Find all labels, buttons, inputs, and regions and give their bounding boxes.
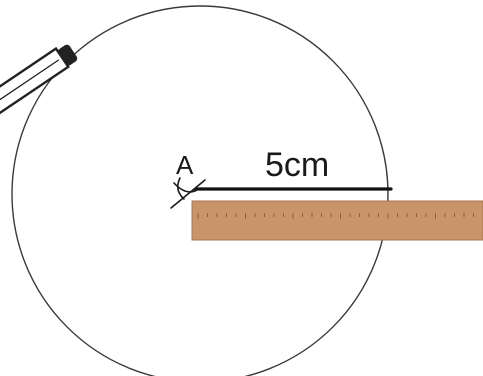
- radius-label: 5cm: [265, 146, 329, 184]
- ruler-icon: [191, 200, 483, 241]
- ruler-body: [191, 200, 483, 241]
- circle-outline: [11, 5, 389, 376]
- center-label: A: [176, 150, 194, 180]
- ruler-ticks: [197, 213, 474, 219]
- compass-point-mark: [170, 177, 206, 209]
- pencil-icon: [0, 44, 78, 125]
